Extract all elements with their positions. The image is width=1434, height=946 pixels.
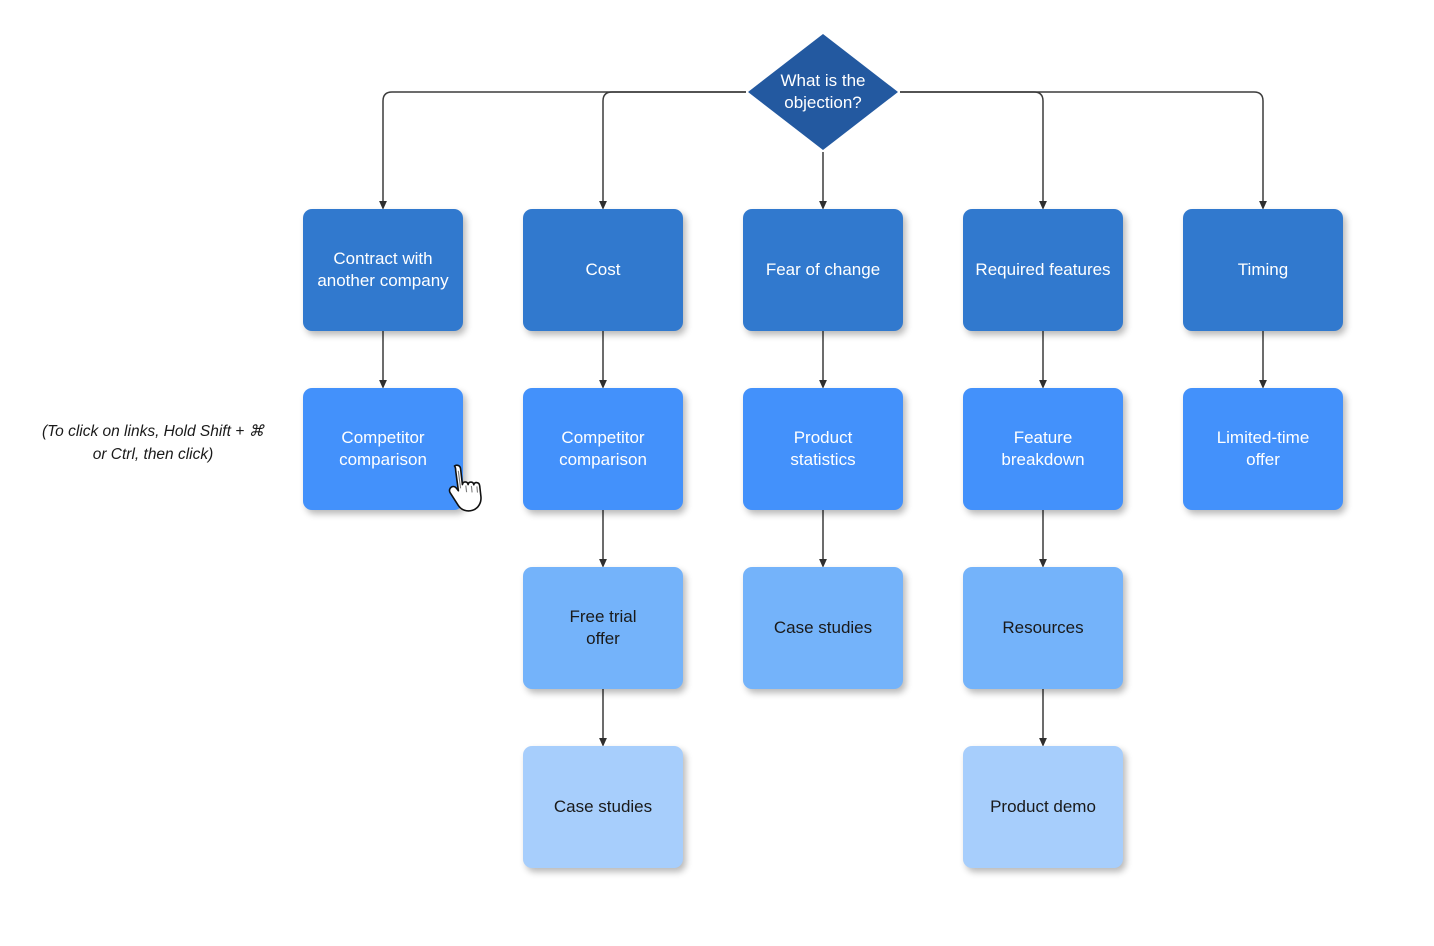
node-label: Feature breakdown (1001, 427, 1085, 469)
node-label: Resources (1002, 617, 1084, 637)
node-label: Product demo (990, 796, 1096, 816)
node-label: Fear of change (765, 259, 881, 279)
edge-decision-to-features (900, 91, 1047, 210)
node-label: Cost (585, 259, 621, 279)
node-label: Contract with another company (317, 248, 449, 290)
node-prodstats[interactable]: Product statistics (743, 388, 903, 510)
node-limited[interactable]: Limited-time offer (1183, 388, 1343, 510)
edge-decision-to-timing (900, 91, 1267, 210)
node-proddemo[interactable]: Product demo (963, 746, 1123, 868)
node-label: Timing (1237, 259, 1289, 279)
node-label: Product statistics (790, 427, 856, 469)
node-comp1[interactable]: Competitor comparison (303, 388, 463, 510)
node-contract[interactable]: Contract with another company (303, 209, 463, 331)
node-resources[interactable]: Resources (963, 567, 1123, 689)
node-label: Case studies (773, 617, 873, 637)
node-label: Free trial offer (569, 606, 637, 648)
node-cost[interactable]: Cost (523, 209, 683, 331)
node-label: Competitor comparison (339, 427, 427, 469)
edge-decision-to-cost (599, 91, 746, 210)
node-featbreak[interactable]: Feature breakdown (963, 388, 1123, 510)
diamond-shape (748, 34, 898, 150)
node-features[interactable]: Required features (963, 209, 1123, 331)
decision-node-what-is-the-objection[interactable]: What is the objection? (746, 32, 900, 152)
node-label: Case studies (553, 796, 653, 816)
edge-decision-to-contract (379, 91, 746, 210)
node-fear[interactable]: Fear of change (743, 209, 903, 331)
node-freetrial[interactable]: Free trial offer (523, 567, 683, 689)
click-hint-text: (To click on links, Hold Shift + ⌘ or Ct… (41, 423, 265, 464)
node-label: Required features (975, 259, 1111, 279)
node-timing[interactable]: Timing (1183, 209, 1343, 331)
node-label: Competitor comparison (559, 427, 647, 469)
node-label: Limited-time offer (1216, 427, 1310, 469)
node-case2[interactable]: Case studies (523, 746, 683, 868)
node-case1[interactable]: Case studies (743, 567, 903, 689)
decision-node-label: What is the objection? (780, 70, 866, 112)
node-comp2[interactable]: Competitor comparison (523, 388, 683, 510)
